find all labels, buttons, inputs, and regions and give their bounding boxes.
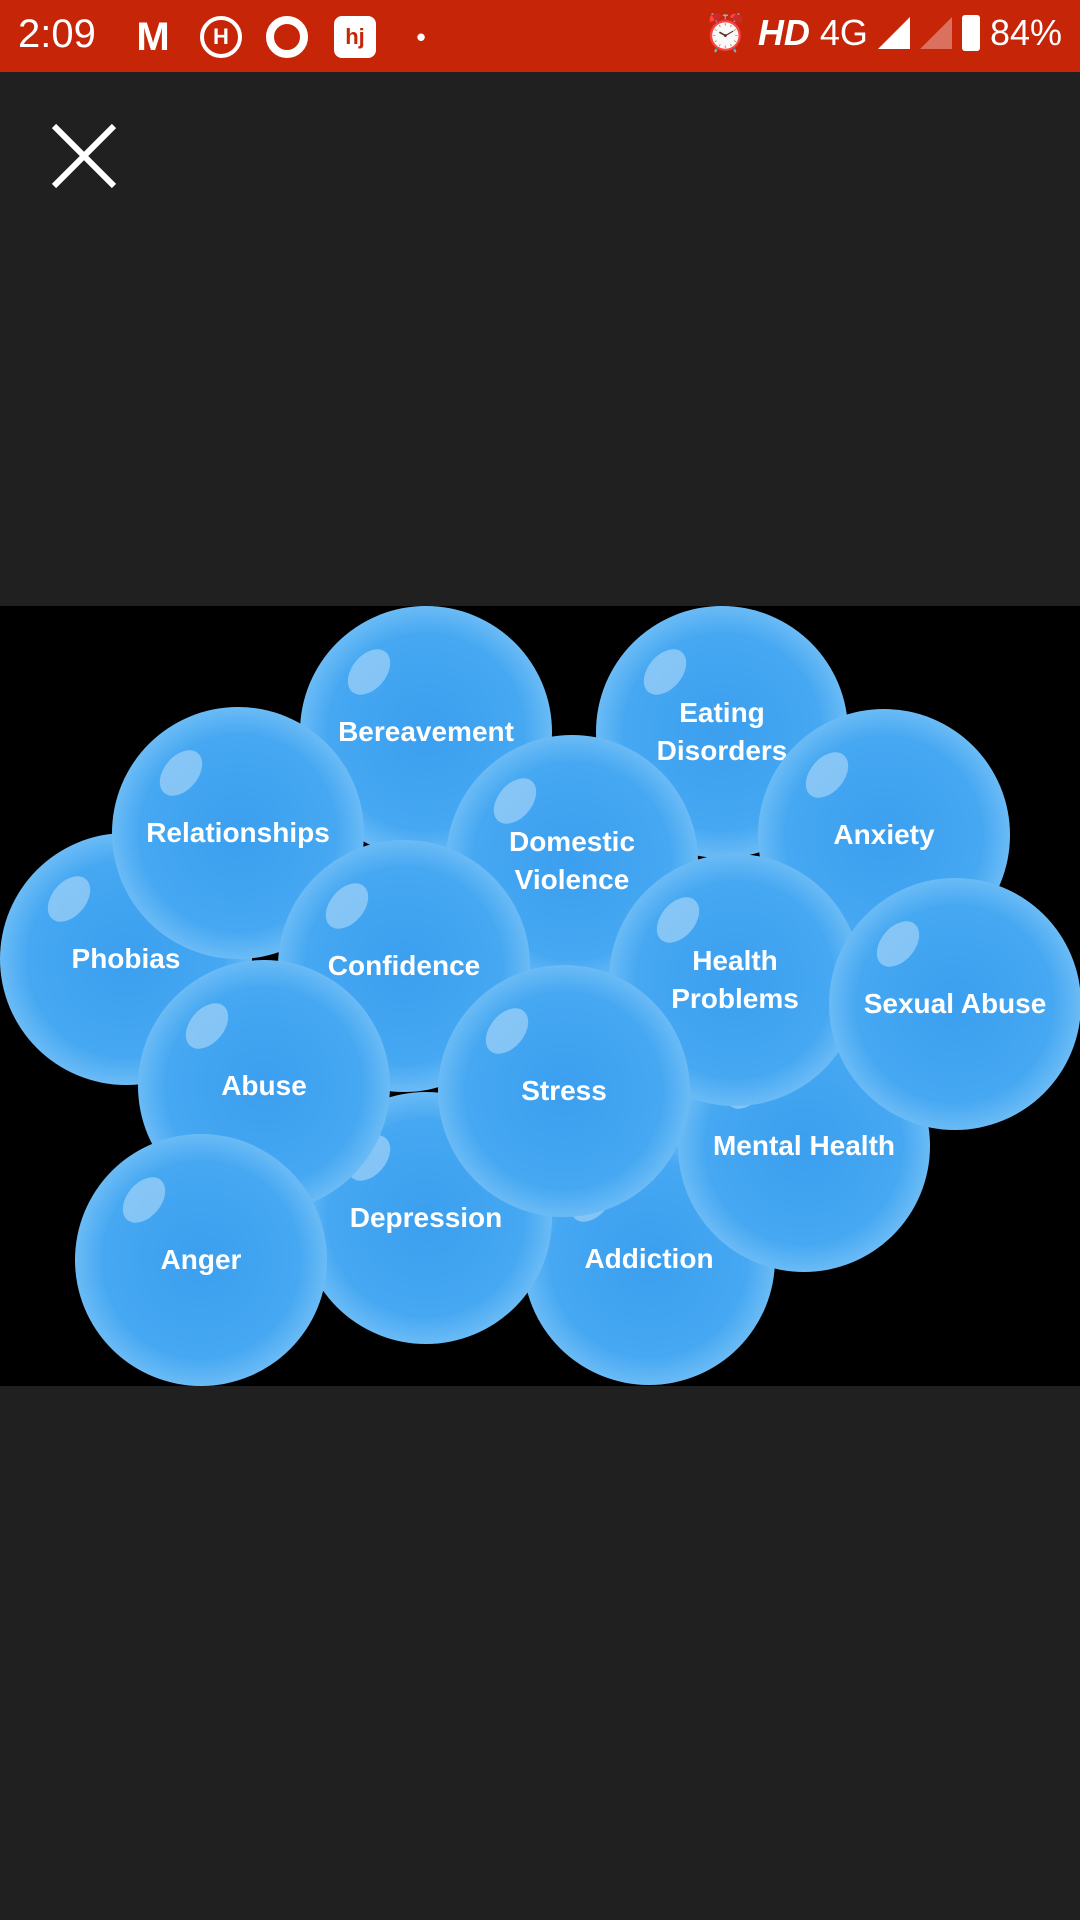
record-icon xyxy=(266,16,308,58)
clock: 2:09 xyxy=(18,12,96,56)
bubble-label: Depression xyxy=(349,1202,503,1233)
bubble-label: Domestic Violence xyxy=(508,826,636,895)
bubble-label: Addiction xyxy=(584,1243,714,1274)
bubble-label: Mental Health xyxy=(712,1130,896,1161)
bubble-label: Phobias xyxy=(71,943,181,974)
bubble-label: Relationships xyxy=(146,817,330,848)
bubble-label: Confidence xyxy=(327,950,481,981)
bubble-label: Eating Disorders xyxy=(656,697,788,766)
bubble-label: Health Problems xyxy=(671,945,799,1014)
hotstar-icon: H xyxy=(200,16,242,58)
signal-icon xyxy=(877,17,910,49)
status-bar: 2:09 M H hj • ⏰ HD 4G 84% xyxy=(0,0,1080,72)
close-icon[interactable] xyxy=(48,120,120,192)
signal-empty-icon xyxy=(919,17,952,49)
image-viewer: Addiction Mental Health Depression Berea… xyxy=(0,606,1080,1386)
bubble-label: Anger xyxy=(160,1244,242,1275)
myntra-icon: M xyxy=(136,14,170,59)
network-type: 4G xyxy=(819,12,868,53)
hj-icon: hj xyxy=(334,16,376,58)
bubble-label: Stress xyxy=(521,1075,607,1106)
dot-icon: • xyxy=(416,21,426,52)
bubble-label: Bereavement xyxy=(338,716,514,747)
bubble-anger[interactable]: Anger xyxy=(75,1134,327,1386)
battery-charging-icon xyxy=(961,15,980,51)
bubble-label: Abuse xyxy=(221,1070,307,1101)
hd-indicator: HD xyxy=(757,12,810,53)
bubble-label: Sexual Abuse xyxy=(863,988,1047,1019)
bubble-label: Anxiety xyxy=(833,819,935,850)
battery-percent: 84% xyxy=(989,12,1062,53)
bubble-stress[interactable]: Stress xyxy=(438,965,690,1217)
bubble-sexual-abuse[interactable]: Sexual Abuse xyxy=(829,878,1080,1130)
alarm-icon: ⏰ xyxy=(703,12,748,53)
